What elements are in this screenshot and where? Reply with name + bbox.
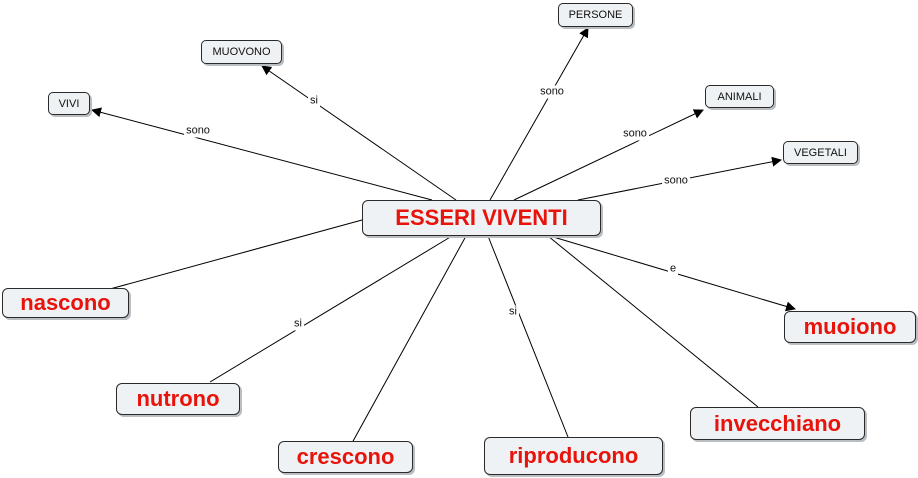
concept-invecchiano[interactable]: invecchiano (690, 407, 865, 440)
link-label-muoiono: e (667, 262, 679, 276)
concept-persone[interactable]: PERSONE (558, 3, 633, 27)
link-to-animali (513, 109, 704, 201)
link-label-nutrono: si (292, 317, 304, 331)
concept-vegetali[interactable]: VEGETALI (783, 141, 858, 164)
concept-muoiono[interactable]: muoiono (784, 311, 916, 343)
link-label-vegetali: sono (662, 174, 690, 188)
link-to-riproducono (487, 235, 569, 438)
concept-animali[interactable]: ANIMALI (705, 85, 774, 108)
link-to-invecchiano (547, 235, 759, 408)
link-label-muovono: si (308, 94, 320, 108)
link-to-muovono (261, 65, 457, 201)
link-label-persone: sono (538, 85, 566, 99)
concept-crescono[interactable]: crescono (278, 441, 413, 473)
link-to-nutrono (209, 235, 453, 383)
link-to-nascono (109, 219, 363, 290)
concept-nascono[interactable]: nascono (2, 288, 129, 318)
central-concept-esseri-viventi[interactable]: ESSERI VIVENTI (362, 200, 601, 236)
link-label-riproducono: si (507, 305, 519, 319)
link-to-crescono (351, 235, 467, 444)
link-to-persone (489, 27, 589, 201)
concept-nutrono[interactable]: nutrono (116, 383, 240, 415)
link-label-animali: sono (621, 127, 649, 141)
concept-vivi[interactable]: VIVI (48, 92, 90, 115)
concept-muovono[interactable]: MUOVONO (201, 40, 282, 64)
link-label-vivi: sono (184, 124, 212, 138)
concept-riproducono[interactable]: riproducono (484, 437, 663, 475)
link-to-vivi (91, 107, 433, 201)
